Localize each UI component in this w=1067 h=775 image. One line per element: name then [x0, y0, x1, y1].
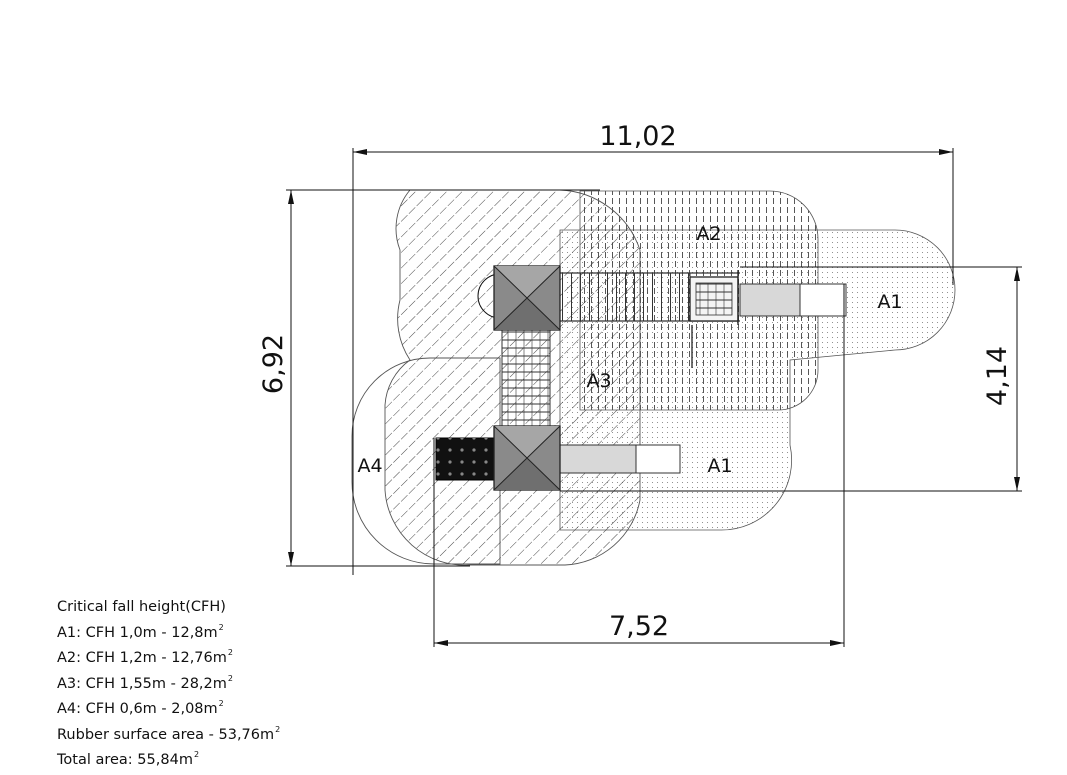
- dimension-lines: [286, 148, 1022, 647]
- zone-label-a1-lower: A1: [707, 455, 732, 477]
- legend: Critical fall height(CFH) A1: CFH 1,0m -…: [57, 598, 280, 771]
- legend-title: Critical fall height(CFH): [57, 599, 226, 615]
- legend-item-a1: A1: CFH 1,0m - 12,8m2: [57, 622, 224, 641]
- legend-item-a2: A2: CFH 1,2m - 12,76m2: [57, 648, 233, 666]
- dimension-structure-depth: 4,14: [982, 346, 1013, 406]
- legend-item-a3: A3: CFH 1,55m - 28,2m2: [57, 673, 233, 692]
- dimension-total-width: 11,02: [599, 121, 676, 152]
- legend-total-area: Total area: 55,84m2: [57, 750, 200, 768]
- dimension-structure-width: 7,52: [609, 611, 669, 642]
- legend-item-a4: A4: CFH 0,6m - 2,08m2: [57, 699, 224, 717]
- zone-label-a1-upper: A1: [877, 291, 902, 313]
- zone-label-a4: A4: [357, 455, 382, 477]
- play-equipment: [435, 265, 847, 491]
- legend-rubber-surface: Rubber surface area - 53,76m2: [57, 724, 281, 743]
- zone-label-a3: A3: [586, 370, 611, 392]
- dimension-total-depth: 6,92: [258, 334, 289, 394]
- zone-label-a2: A2: [696, 223, 721, 245]
